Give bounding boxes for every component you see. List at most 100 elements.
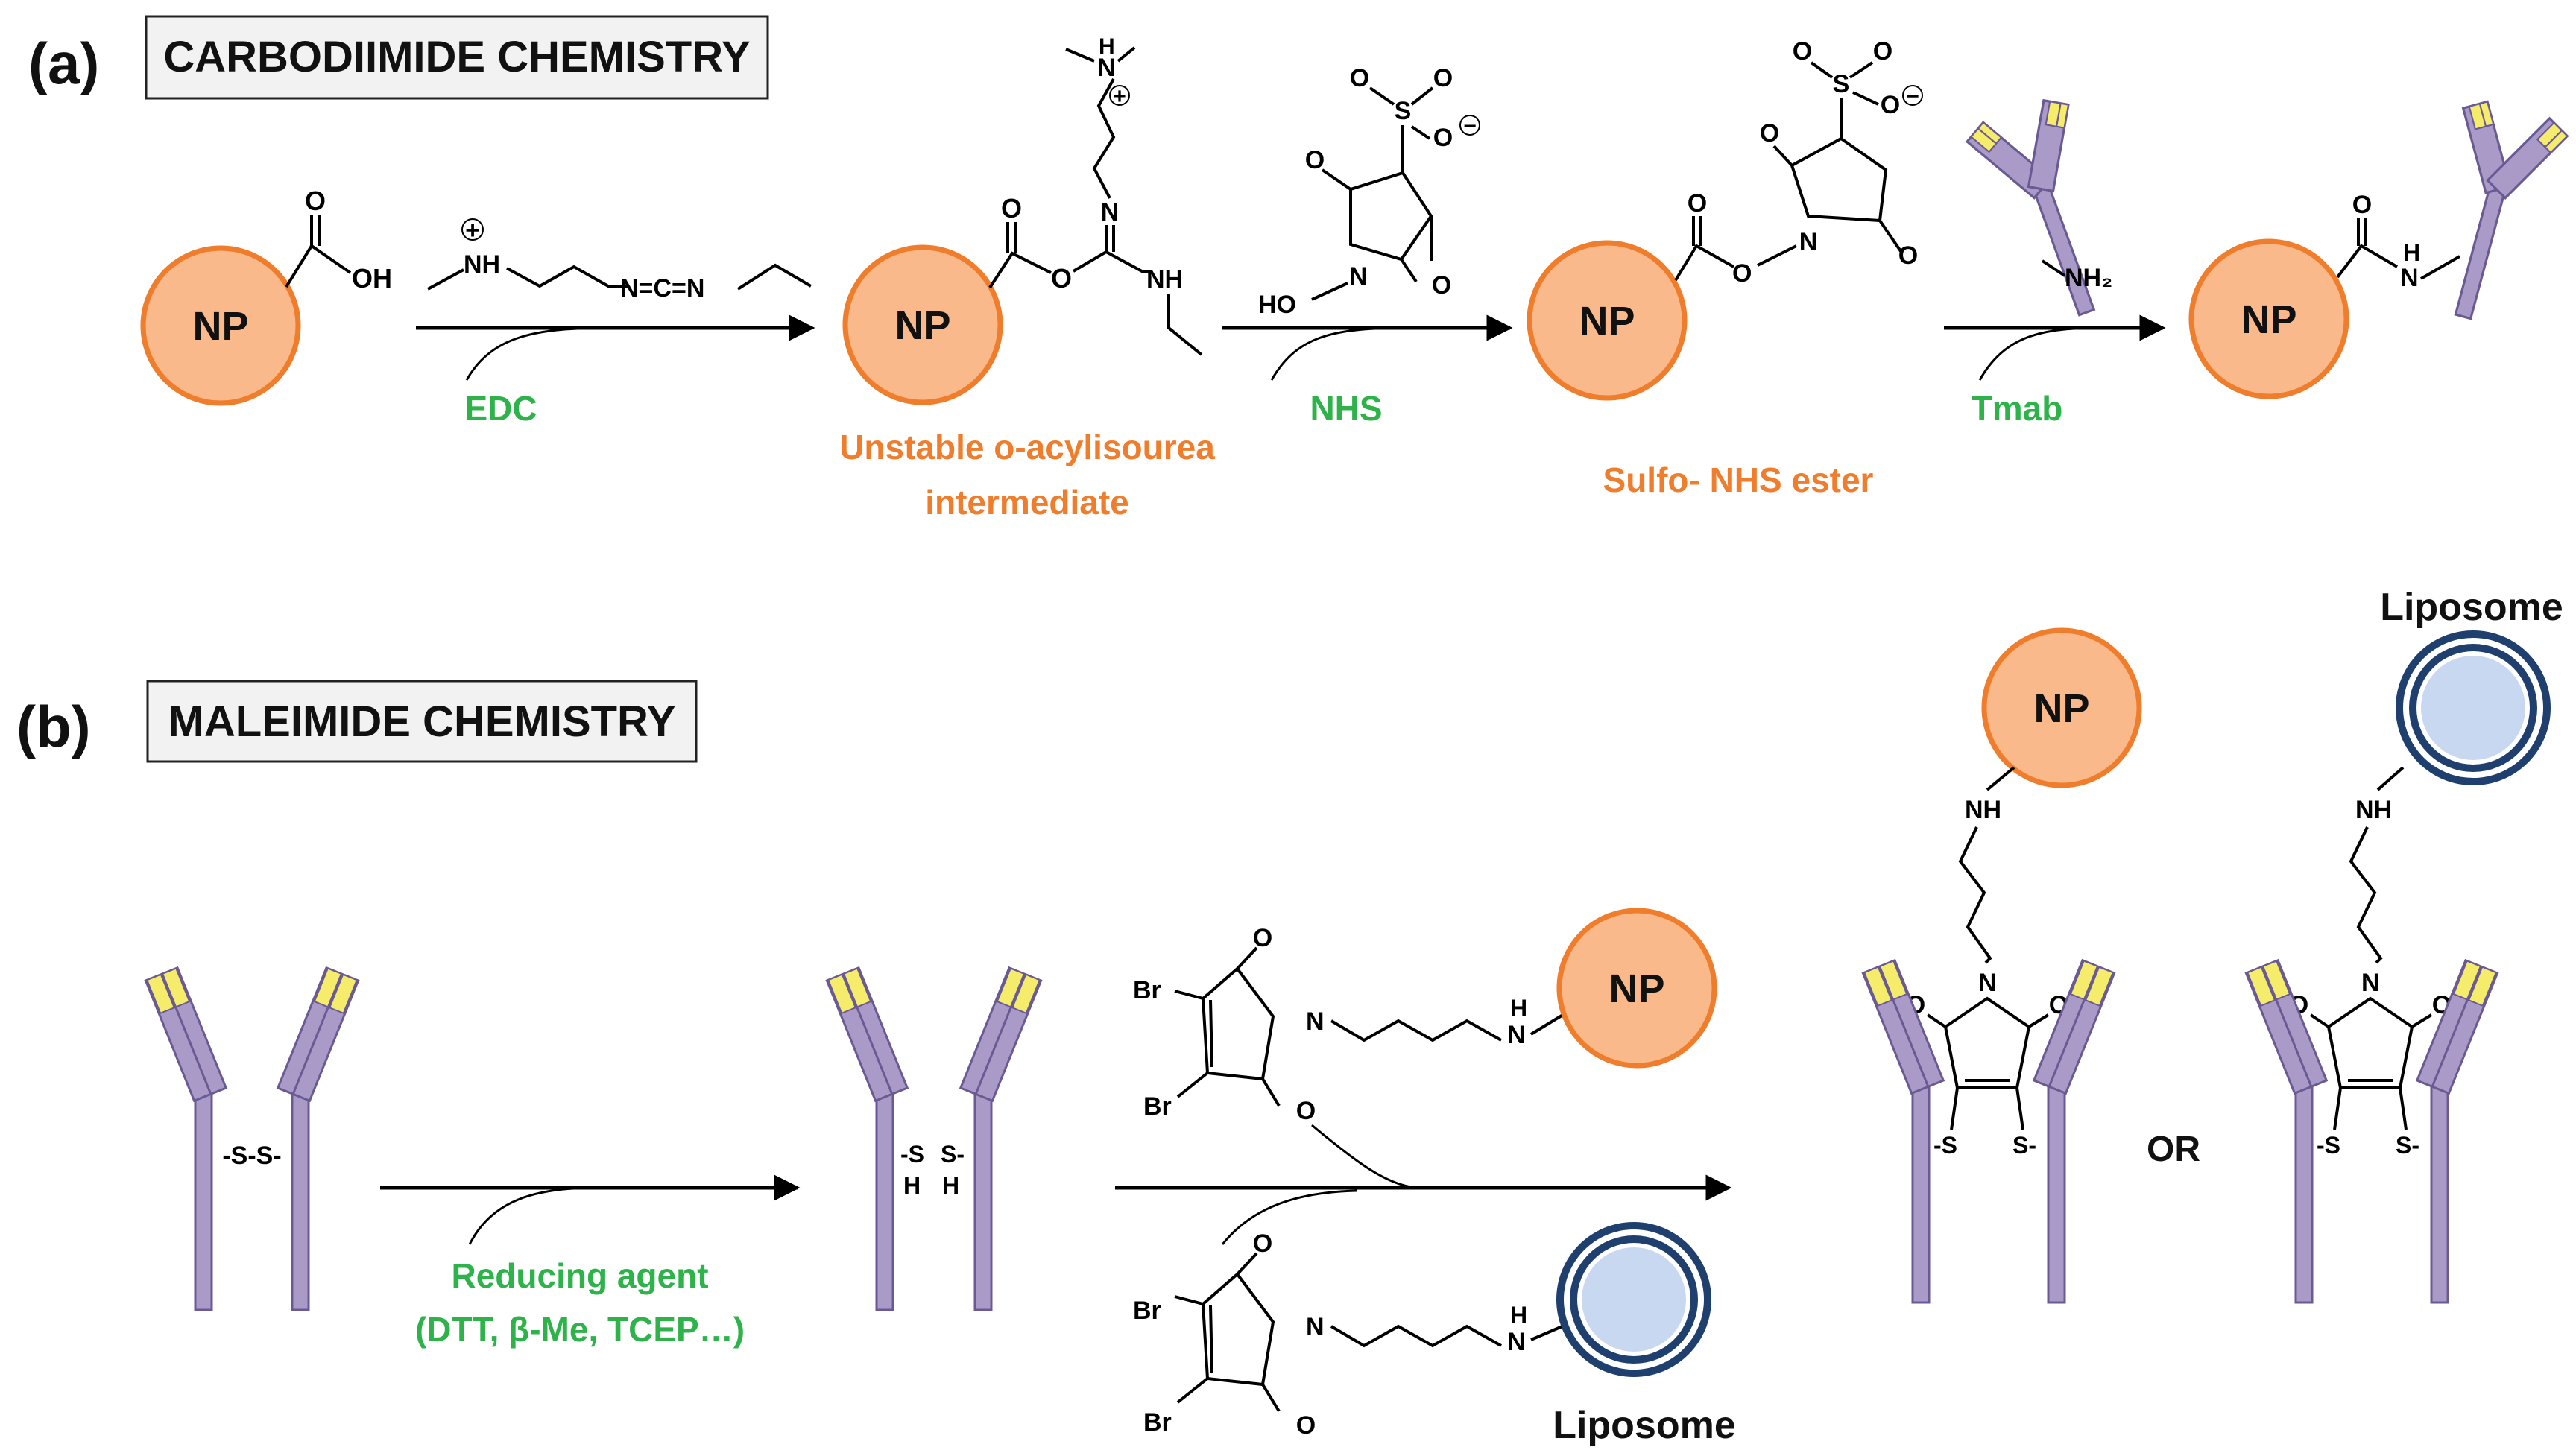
- intermediate-label-2: intermediate: [925, 483, 1129, 522]
- svg-text:O: O: [1253, 924, 1272, 952]
- svg-text:-S: -S: [900, 1141, 924, 1168]
- svg-text:O: O: [1881, 91, 1900, 119]
- svg-text:N: N: [1799, 228, 1818, 256]
- product-liposome-antibody: Liposome NH N O O -S S-: [2244, 586, 2563, 1304]
- svg-text:N=C=N: N=C=N: [620, 274, 704, 303]
- svg-text:NH: NH: [2355, 796, 2392, 824]
- svg-text:N: N: [1507, 1328, 1526, 1356]
- reagent-edc: EDC: [464, 389, 537, 428]
- svg-text:S-: S-: [941, 1141, 965, 1168]
- intermediate-label-1: Unstable o-acylisourea: [839, 428, 1215, 466]
- svg-text:NP: NP: [1579, 299, 1635, 344]
- reagent-tmab: Tmab: [1972, 389, 2063, 428]
- svg-text:NH: NH: [1146, 265, 1183, 294]
- svg-text:−: −: [1906, 84, 1919, 109]
- svg-text:NP: NP: [2033, 686, 2089, 731]
- svg-text:O: O: [1051, 263, 1072, 294]
- svg-text:NP: NP: [192, 304, 248, 349]
- svg-text:N: N: [1306, 1007, 1325, 1036]
- svg-text:S-: S-: [2396, 1132, 2419, 1159]
- panel-a: (a) CARBODIIMIDE CHEMISTRY NP O OH NH + …: [28, 15, 2572, 522]
- svg-text:O: O: [1433, 124, 1453, 152]
- svg-text:O: O: [1432, 271, 1451, 300]
- antibody-reduced: -S H S- H: [825, 966, 1043, 1311]
- svg-text:Br: Br: [1133, 1297, 1161, 1325]
- liposome-label-top: Liposome: [2380, 586, 2563, 629]
- svg-text:+: +: [1113, 84, 1126, 109]
- svg-text:H: H: [1510, 1302, 1527, 1329]
- or-label: OR: [2147, 1130, 2200, 1169]
- svg-text:H: H: [1510, 995, 1527, 1022]
- svg-text:N: N: [1306, 1313, 1325, 1341]
- svg-text:O: O: [1253, 1229, 1272, 1258]
- svg-text:O: O: [1873, 37, 1892, 66]
- svg-text:O: O: [1305, 146, 1325, 174]
- panel-a-title-box: [145, 15, 769, 100]
- nhs-structure: O S O O O − N O HO: [1258, 64, 1480, 319]
- svg-text:H: H: [1099, 34, 1115, 59]
- reagent-reducing-list: (DTT, β-Me, TCEP…): [415, 1310, 745, 1349]
- dibromomaleimide-np: Br Br O O N H N NP: [1133, 908, 1717, 1125]
- intermediate-label-3: Sulfo- NHS ester: [1603, 460, 1874, 499]
- svg-text:O: O: [305, 186, 326, 216]
- panel-b-title-box: [146, 680, 698, 763]
- reagent-reducing: Reducing agent: [451, 1256, 708, 1295]
- svg-text:N: N: [1097, 54, 1116, 82]
- np-tmab-product: NP O H N: [2188, 95, 2572, 399]
- antibody-disulfide: -S-S-: [144, 966, 360, 1311]
- svg-text:H: H: [942, 1172, 959, 1199]
- svg-text:-S: -S: [2317, 1132, 2340, 1159]
- liposome-label-bottom: Liposome: [1553, 1404, 1736, 1447]
- svg-text:−: −: [1463, 114, 1477, 139]
- svg-text:OH: OH: [352, 263, 392, 294]
- svg-text:O: O: [1001, 193, 1022, 224]
- svg-text:NP: NP: [894, 303, 950, 348]
- svg-text:H: H: [2403, 239, 2420, 266]
- panel-a-title: CARBODIIMIDE CHEMISTRY: [163, 33, 750, 81]
- np-carboxyl: NP O OH: [140, 186, 392, 406]
- svg-text:O: O: [1732, 259, 1752, 288]
- svg-text:O: O: [1898, 241, 1918, 270]
- svg-text:N: N: [1349, 262, 1368, 291]
- svg-text:S: S: [1833, 70, 1850, 98]
- svg-text:N: N: [2361, 969, 2380, 997]
- svg-text:-S: -S: [1933, 1132, 1957, 1159]
- panel-a-letter: (a): [28, 31, 99, 96]
- panel-b-title: MALEIMIDE CHEMISTRY: [168, 697, 676, 746]
- svg-text:O: O: [1688, 189, 1707, 218]
- svg-text:O: O: [1793, 37, 1812, 66]
- reagent-nhs: NHS: [1310, 389, 1382, 428]
- svg-text:Br: Br: [1143, 1092, 1172, 1121]
- svg-text:N: N: [1978, 969, 1997, 997]
- svg-text:-S-S-: -S-S-: [222, 1142, 281, 1170]
- svg-text:O: O: [1350, 64, 1369, 92]
- svg-text:H: H: [903, 1172, 921, 1199]
- edc-structure: NH + N=C=N: [427, 216, 812, 303]
- product-np-antibody: NP NH N O O -S S-: [1861, 627, 2142, 1304]
- svg-text:O: O: [1296, 1411, 1316, 1440]
- svg-text:O: O: [1760, 119, 1779, 148]
- svg-text:O: O: [1296, 1097, 1316, 1125]
- svg-text:S: S: [1395, 97, 1412, 125]
- panel-b-letter: (b): [16, 694, 91, 759]
- svg-text:NH: NH: [464, 250, 500, 279]
- dibromomaleimide-liposome: Br Br O O N H N Liposome: [1133, 1222, 1736, 1447]
- tmab-antibody: NH₂: [1961, 92, 2138, 332]
- svg-text:HO: HO: [1258, 291, 1296, 319]
- np-acylisourea: NP O O N NH N H +: [842, 34, 1203, 405]
- svg-text:+: +: [465, 216, 480, 244]
- svg-text:NP: NP: [1609, 966, 1664, 1011]
- svg-text:O: O: [1433, 64, 1453, 92]
- svg-text:S-: S-: [2012, 1132, 2036, 1159]
- svg-text:O: O: [2352, 191, 2372, 219]
- svg-text:NH₂: NH₂: [2065, 264, 2112, 292]
- svg-text:NP: NP: [2241, 297, 2296, 342]
- svg-text:Br: Br: [1133, 976, 1161, 1004]
- svg-text:Br: Br: [1143, 1408, 1172, 1437]
- svg-text:N: N: [1101, 198, 1120, 227]
- svg-text:N: N: [2400, 264, 2419, 292]
- svg-text:NH: NH: [1965, 796, 2001, 824]
- np-nhs-ester: NP O O N O S O O O − O: [1527, 37, 1923, 401]
- panel-b: (b) MALEIMIDE CHEMISTRY -S-S- Reducing a…: [16, 586, 2563, 1447]
